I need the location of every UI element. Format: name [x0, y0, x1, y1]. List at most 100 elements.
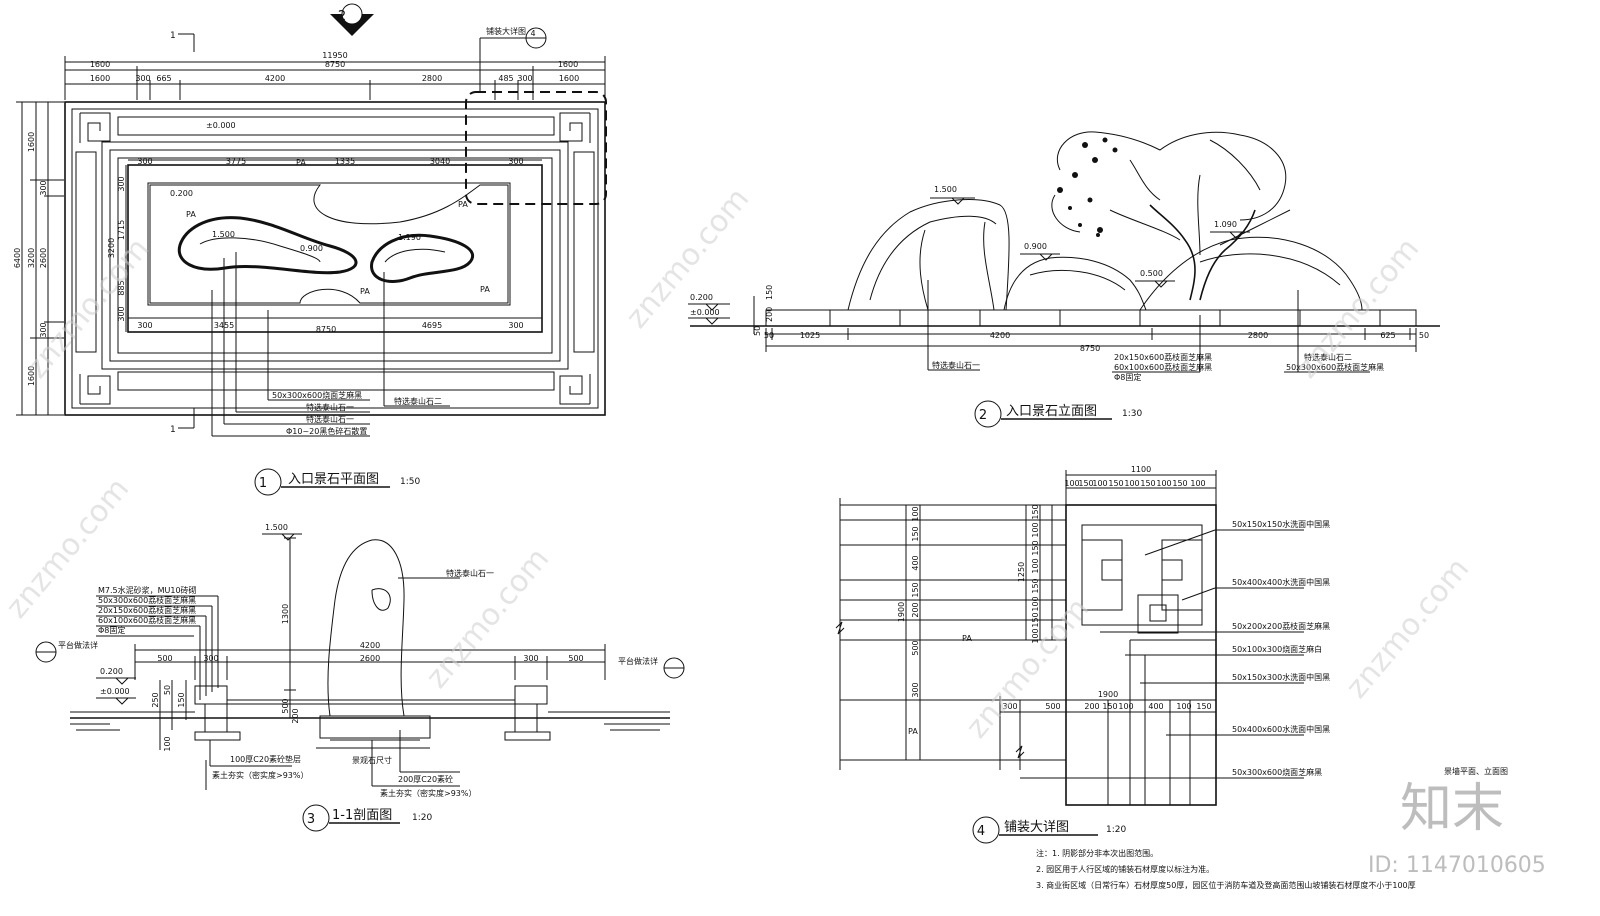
svg-text:150: 150	[911, 582, 920, 597]
notes-line-1: 注：1. 阴影部分非本次出图范围。	[1036, 848, 1158, 858]
svg-text:1900: 1900	[1098, 690, 1118, 699]
svg-text:2800: 2800	[422, 74, 442, 83]
svg-text:300: 300	[137, 157, 152, 166]
svg-text:150: 150	[1102, 702, 1117, 711]
svg-text:50x150x300水洗面中国黑: 50x150x300水洗面中国黑	[1232, 672, 1330, 682]
plan-title: 入口景石平面图	[288, 472, 379, 487]
svg-text:300: 300	[137, 321, 152, 330]
svg-text:400: 400	[1148, 702, 1163, 711]
svg-text:1600: 1600	[90, 60, 110, 69]
svg-text:4: 4	[977, 824, 985, 839]
svg-text:2600: 2600	[360, 654, 380, 663]
svg-text:1.500: 1.500	[265, 523, 288, 532]
section-scale: 1:20	[412, 813, 432, 823]
svg-text:50: 50	[753, 326, 762, 336]
plan-stone-1	[177, 216, 358, 275]
svg-text:200厚C20素砼: 200厚C20素砼	[398, 774, 453, 784]
svg-text:200: 200	[765, 307, 774, 322]
detail-left-dim-segments: 150 100 150 100 150 100 150 100	[1031, 504, 1040, 643]
svg-text:500: 500	[1045, 702, 1060, 711]
svg-text:300: 300	[135, 74, 150, 83]
side-caption: 景墙平面、立面图	[1444, 766, 1508, 776]
plan-section-mark-bottom: 1	[170, 425, 176, 435]
svg-text:znzmo.com: znzmo.com	[959, 592, 1096, 746]
detail-drawing	[835, 470, 1304, 844]
svg-text:300: 300	[39, 180, 48, 195]
svg-text:0.200: 0.200	[690, 293, 713, 302]
svg-text:1.190: 1.190	[398, 233, 421, 242]
svg-text:1600: 1600	[27, 132, 36, 152]
svg-text:300: 300	[517, 74, 532, 83]
svg-text:3: 3	[307, 812, 315, 827]
north-mark-number: 2	[338, 9, 346, 24]
svg-text:znzmo.com: znzmo.com	[1339, 552, 1476, 706]
elevation-drawing	[688, 131, 1440, 428]
svg-text:3040: 3040	[430, 157, 450, 166]
svg-text:500: 500	[281, 698, 290, 713]
svg-text:PA: PA	[186, 210, 196, 219]
svg-text:300: 300	[523, 654, 538, 663]
notes-line-2: 2. 园区用于人行区域的铺装石材厚度以标注为准。	[1036, 864, 1214, 874]
section-title: 1-1剖面图	[332, 808, 392, 823]
svg-text:150: 150	[1031, 612, 1040, 627]
svg-text:8750: 8750	[316, 325, 336, 334]
svg-text:50x400x600水洗面中国黑: 50x400x600水洗面中国黑	[1232, 724, 1330, 734]
plan-detail-ref-num: 4	[530, 29, 535, 38]
svg-text:300: 300	[1002, 702, 1017, 711]
svg-text:200: 200	[911, 602, 920, 617]
watermark-layer: znzmo.com znzmo.com znzmo.com znzmo.com …	[0, 182, 1476, 746]
svg-text:485: 485	[498, 74, 513, 83]
svg-text:平台做法详: 平台做法详	[58, 640, 98, 650]
elevation-label-stone-2: 特选泰山石二	[1304, 352, 1352, 362]
dim-total: 11950	[322, 51, 347, 60]
svg-text:4695: 4695	[422, 321, 442, 330]
svg-text:0.900: 0.900	[300, 244, 323, 253]
svg-text:±0.000: ±0.000	[100, 687, 130, 696]
svg-text:2: 2	[979, 408, 987, 423]
svg-text:50x200x200荔枝面芝麻黑: 50x200x200荔枝面芝麻黑	[1232, 621, 1330, 631]
svg-text:50x300x600荔枝面芝麻黑: 50x300x600荔枝面芝麻黑	[98, 595, 196, 605]
svg-text:150: 150	[911, 526, 920, 541]
svg-text:100厚C20素砼垫层: 100厚C20素砼垫层	[230, 754, 301, 764]
svg-text:20x150x600荔枝面芝麻黑: 20x150x600荔枝面芝麻黑	[1114, 352, 1212, 362]
svg-text:2600: 2600	[39, 248, 48, 268]
svg-text:50: 50	[1419, 331, 1429, 340]
svg-text:PA: PA	[480, 285, 490, 294]
svg-text:100: 100	[1190, 479, 1205, 488]
svg-text:300: 300	[203, 654, 218, 663]
svg-text:1250: 1250	[1017, 562, 1026, 582]
svg-text:素土夯实（密实度>93%）: 素土夯实（密实度>93%）	[380, 788, 476, 798]
svg-text:100: 100	[1064, 479, 1079, 488]
notes-line-3: 3. 商业街区域（日常行车）石材厚度50厚，园区位于消防车道及登高面范围山坡铺装…	[1036, 880, 1416, 890]
plan-label-stone-1b: 特选泰山石一	[306, 414, 354, 424]
plan-label-gravel: Φ10~20黑色碎石散置	[286, 426, 367, 436]
brand-logo: 知末	[1400, 779, 1504, 839]
svg-text:1715: 1715	[117, 220, 126, 240]
svg-text:8750: 8750	[1080, 344, 1100, 353]
plan-label-stone-1a: 特选泰山石一	[306, 402, 354, 412]
svg-text:3200: 3200	[107, 238, 116, 258]
svg-text:50x400x400水洗面中国黑: 50x400x400水洗面中国黑	[1232, 577, 1330, 587]
svg-text:3200: 3200	[27, 248, 36, 268]
svg-text:50: 50	[764, 331, 774, 340]
svg-text:100: 100	[1092, 479, 1107, 488]
svg-text:100: 100	[1124, 479, 1139, 488]
detail-top-dim-segments: 100 150 100 150 100 150 100 150 100	[1064, 479, 1205, 488]
svg-text:1.500: 1.500	[212, 230, 235, 239]
svg-text:150: 150	[1031, 578, 1040, 593]
dim-inner: 8750	[325, 60, 345, 69]
svg-text:150: 150	[177, 692, 186, 707]
svg-text:0.200: 0.200	[100, 667, 123, 676]
svg-text:100: 100	[1118, 702, 1133, 711]
svg-text:PA: PA	[962, 634, 972, 643]
svg-text:150: 150	[1031, 540, 1040, 555]
svg-text:50: 50	[163, 685, 172, 695]
plan-drawing	[16, 3, 607, 496]
plan-section-mark-top: 1	[170, 31, 176, 41]
plan-label-paving: 50x300x600烧面芝麻黑	[272, 390, 362, 400]
svg-text:1.500: 1.500	[934, 185, 957, 194]
svg-text:885: 885	[117, 280, 126, 295]
brand-id: ID: 1147010605	[1368, 853, 1546, 878]
svg-text:2800: 2800	[1248, 331, 1268, 340]
svg-text:1025: 1025	[800, 331, 820, 340]
